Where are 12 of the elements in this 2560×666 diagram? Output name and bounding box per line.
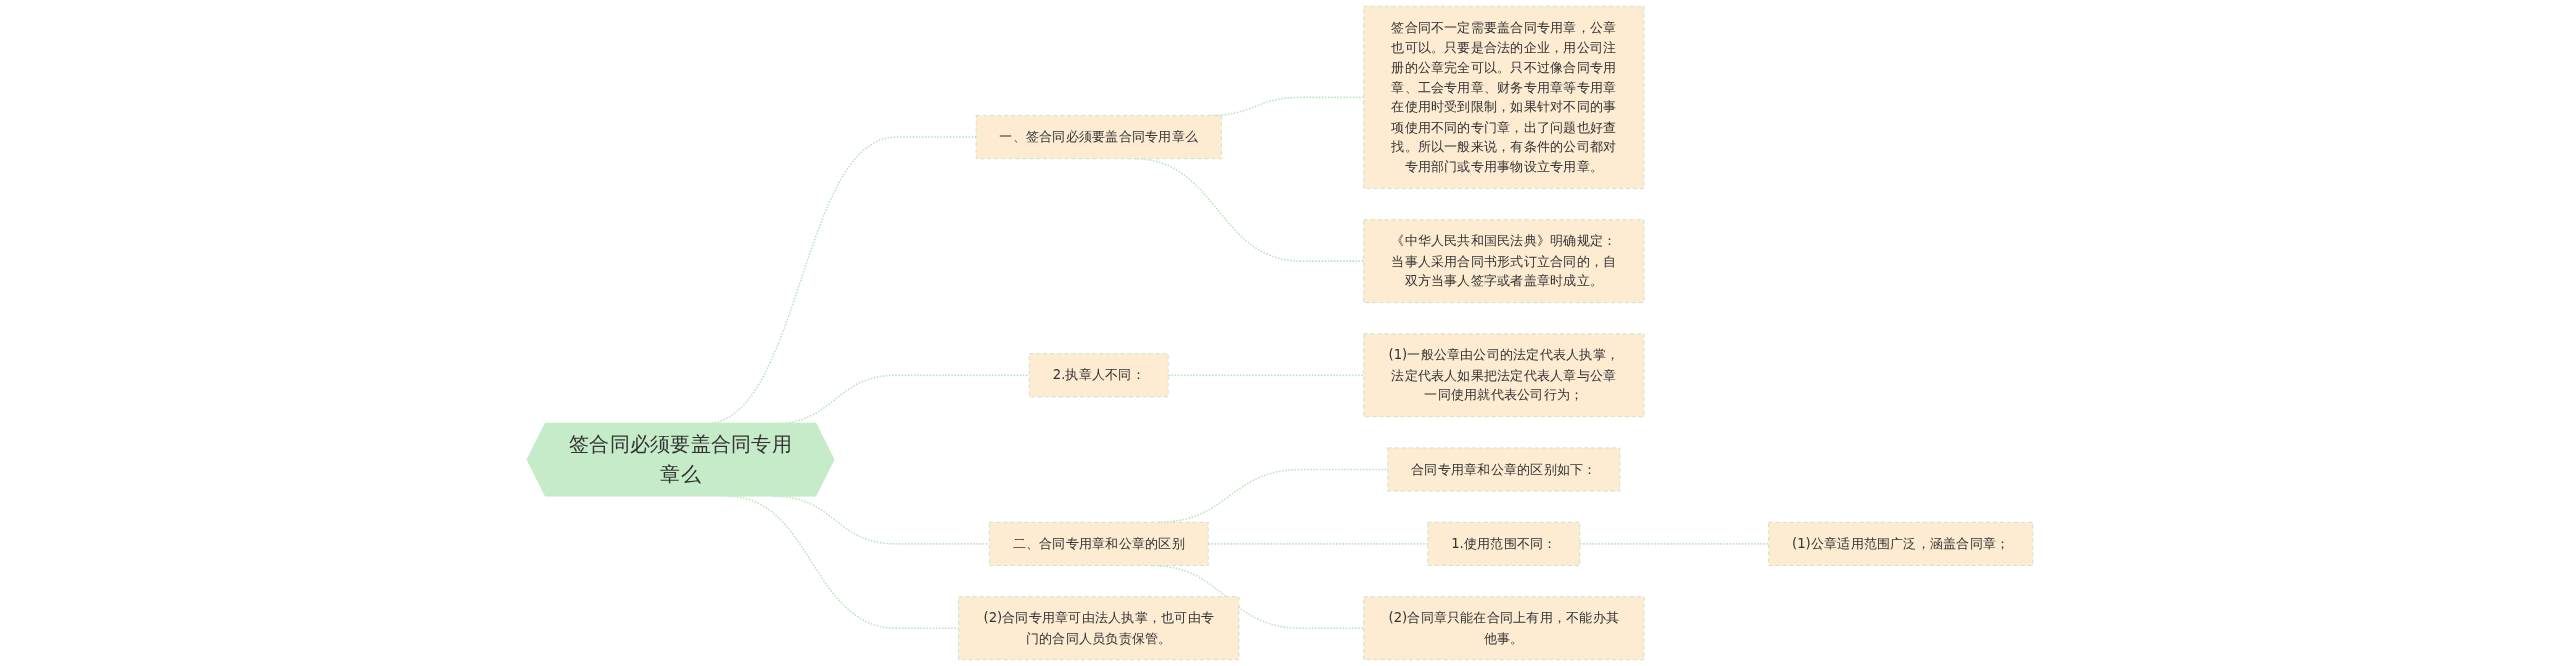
node-box: 二、合同专用章和公章的区别 [988,521,1209,566]
node-box: 《中华人民共和国民法典》明确规定：当事人采用合同书形式订立合同的，自双方当事人签字或者盖章时成立。 [1363,219,1645,303]
node-box: (2)合同专用章可由法人执掌，也可由专门的合同人员负责保管。 [958,596,1240,661]
node-box: (2)合同章只能在合同上有用，不能办其他事。 [1363,596,1645,661]
node-box: 签合同不一定需要盖合同专用章，公章也可以。只要是合法的企业，用公司注册的公章完全可以。只不过像合同专用章、工会专用章、财务专用章等专用章在使用时受到限制，如果针对不同的事项使用不同的专门章，出了问题也好查找。所以一般来说，有条件的公司都对专用部门或专用事物设立专用章。 [1363,5,1645,189]
node-box: 合同专用章和公章的区别如下： [1387,447,1621,492]
node-box: (1)一般公章由公司的法定代表人执掌，法定代表人如果把法定代表人章与公章一同使用就代表公司行为； [1363,333,1645,418]
node-box: 1.使用范围不同： [1427,521,1581,566]
node-box: (1)公章适用范围广泛，涵盖合同章； [1768,521,2034,566]
connector [1579,543,1770,545]
node-box: 一、签合同必须要盖合同专用章么 [975,115,1222,160]
node-box: 2.执章人不同： [1028,353,1169,398]
